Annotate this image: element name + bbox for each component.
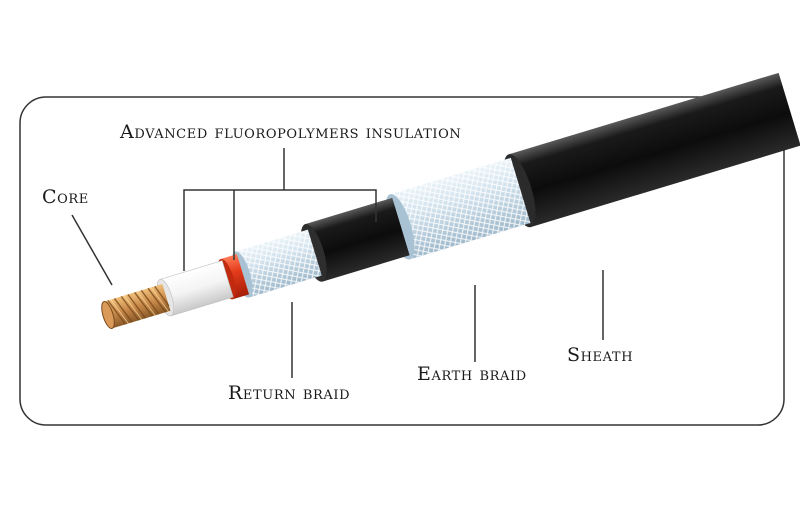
copper-core xyxy=(101,283,171,329)
earth-braid-label: Earth braid xyxy=(417,363,527,385)
core-leader xyxy=(71,214,113,286)
insulation-label: Advanced fluoropolymers insulation xyxy=(119,121,461,143)
return-braid-label: Return braid xyxy=(228,382,350,404)
core-label: Core xyxy=(42,186,89,208)
insulation-bracket xyxy=(183,148,377,271)
sheath-label: Sheath xyxy=(567,344,633,366)
cable xyxy=(101,72,800,329)
return-braid-layer xyxy=(231,229,322,298)
